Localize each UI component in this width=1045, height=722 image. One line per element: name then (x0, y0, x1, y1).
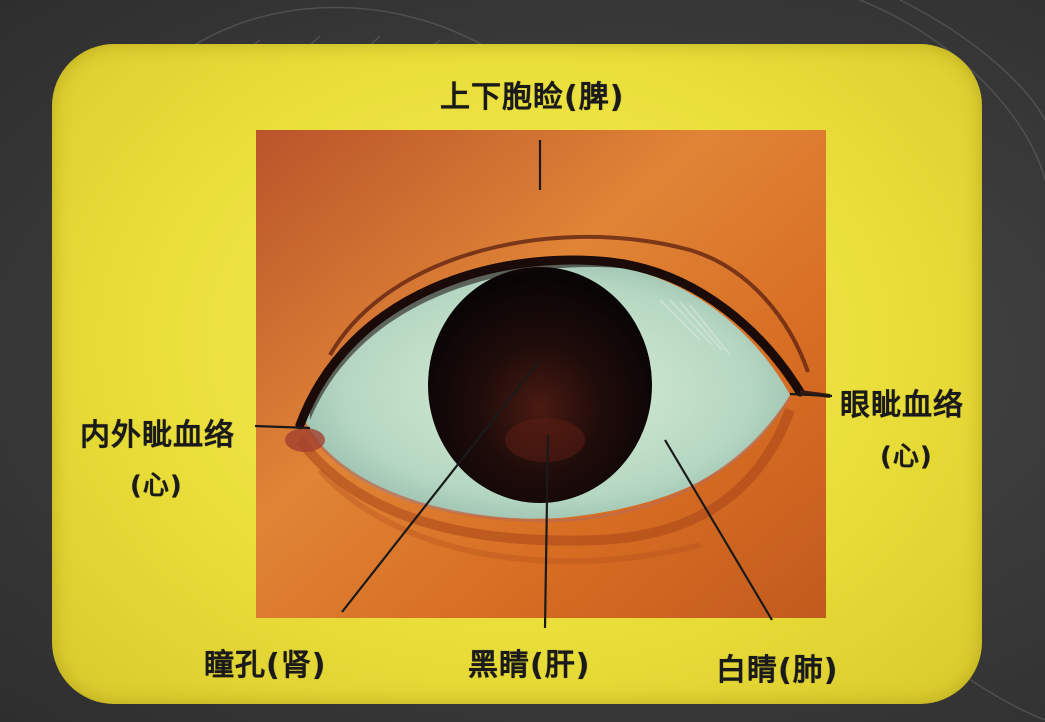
label-outer-canthus: 眼眦血络 (840, 388, 964, 423)
label-eyelid: 上下胞睑(脾) (440, 80, 625, 115)
label-sclera: 白睛(肺) (716, 653, 839, 688)
upper-eyelid-line (295, 255, 805, 430)
pointer-inner-canthus (254, 424, 311, 430)
pointer-iris (543, 434, 550, 629)
pointer-sclera (664, 439, 773, 621)
label-iris: 黑睛(肝) (468, 648, 591, 683)
upper-eyelid-crease (328, 234, 810, 373)
inner-canthus (285, 428, 325, 452)
label-inner-canthus-organ: (心) (130, 471, 183, 501)
label-pupil: 瞳孔(肾) (204, 648, 327, 683)
lower-eyelid (296, 408, 795, 546)
pupil-reflection (505, 418, 585, 462)
pointer-pupil (341, 359, 541, 613)
pointer-outer-canthus (789, 392, 833, 398)
pointer-lines (254, 140, 833, 629)
label-inner-canthus: 内外眦血络 (80, 418, 235, 453)
label-outer-canthus-organ: (心) (880, 442, 933, 472)
iris (428, 267, 652, 503)
